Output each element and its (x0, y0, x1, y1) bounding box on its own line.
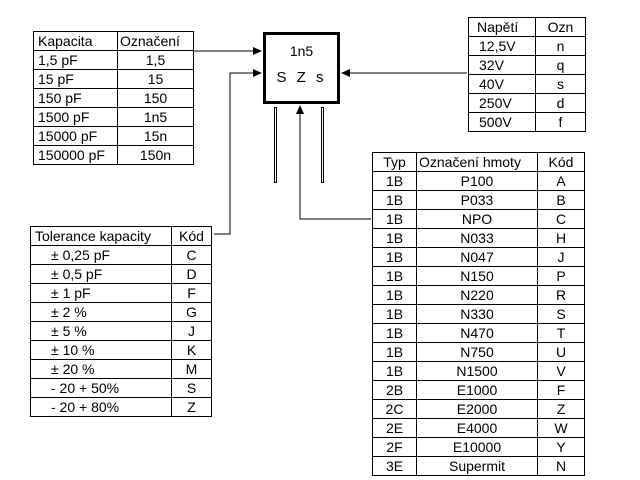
column-header: Ozn (535, 17, 586, 37)
table-cell: 2E (372, 418, 417, 438)
column-header: Označení hmoty (416, 152, 538, 172)
table-cell: 15 pF (33, 69, 118, 89)
table-cell: 250V (468, 93, 536, 113)
table-cell: ± 5 % (30, 321, 172, 341)
table-cell: - 20 + 50% (30, 378, 172, 398)
table-cell: N047 (416, 247, 538, 267)
table-cell: 1B (372, 285, 417, 305)
table-header-row: Typ Označení hmoty Kód (372, 152, 585, 172)
capacitor-body: 1n5 S Z s (263, 32, 340, 104)
table-cell: 12,5V (468, 36, 536, 56)
arrowhead (341, 69, 350, 77)
table-header-row: Tolerance kapacity Kód (30, 226, 212, 246)
arrowhead (253, 47, 262, 55)
arrowhead (253, 69, 262, 77)
table-cell: 500V (468, 112, 536, 132)
table-cell: 1B (372, 266, 417, 286)
table-cell: 3E (372, 456, 417, 476)
table-cell: 1B (372, 247, 417, 267)
table-cell: N (537, 456, 585, 476)
table-cell: 1B (372, 228, 417, 248)
table-cell: 150n (117, 145, 194, 165)
column-header: Tolerance kapacity (30, 226, 172, 246)
table-cell: - 20 + 80% (30, 397, 172, 417)
table-cell: N1500 (416, 361, 538, 381)
table-cell: Supermit (416, 456, 538, 476)
table-cell: f (535, 112, 586, 132)
table-cell: 40V (468, 74, 536, 94)
table-cell: N470 (416, 323, 538, 343)
tolerance-row: ± 10 %K (30, 340, 212, 360)
table-cell: E4000 (416, 418, 538, 438)
tolerance-row: ± 2 %G (30, 302, 212, 322)
table-cell: 1B (372, 171, 417, 191)
capacitor-lead-left (274, 107, 277, 183)
capacitor-lead-right (321, 107, 324, 183)
table-header-row: Napětí Ozn (468, 17, 586, 37)
connector-material (299, 111, 371, 220)
code-marking: S Z s (276, 69, 327, 86)
table-cell: 150000 pF (33, 145, 118, 165)
tolerance-row: - 20 + 50%S (30, 378, 212, 398)
capacitance-marking: 1n5 (289, 43, 314, 59)
tolerance-row: - 20 + 80%Z (30, 397, 212, 417)
table-cell: Z (171, 397, 212, 417)
connector-tolerance (214, 72, 256, 235)
table-cell: F (171, 283, 212, 303)
arrowhead (296, 105, 304, 114)
